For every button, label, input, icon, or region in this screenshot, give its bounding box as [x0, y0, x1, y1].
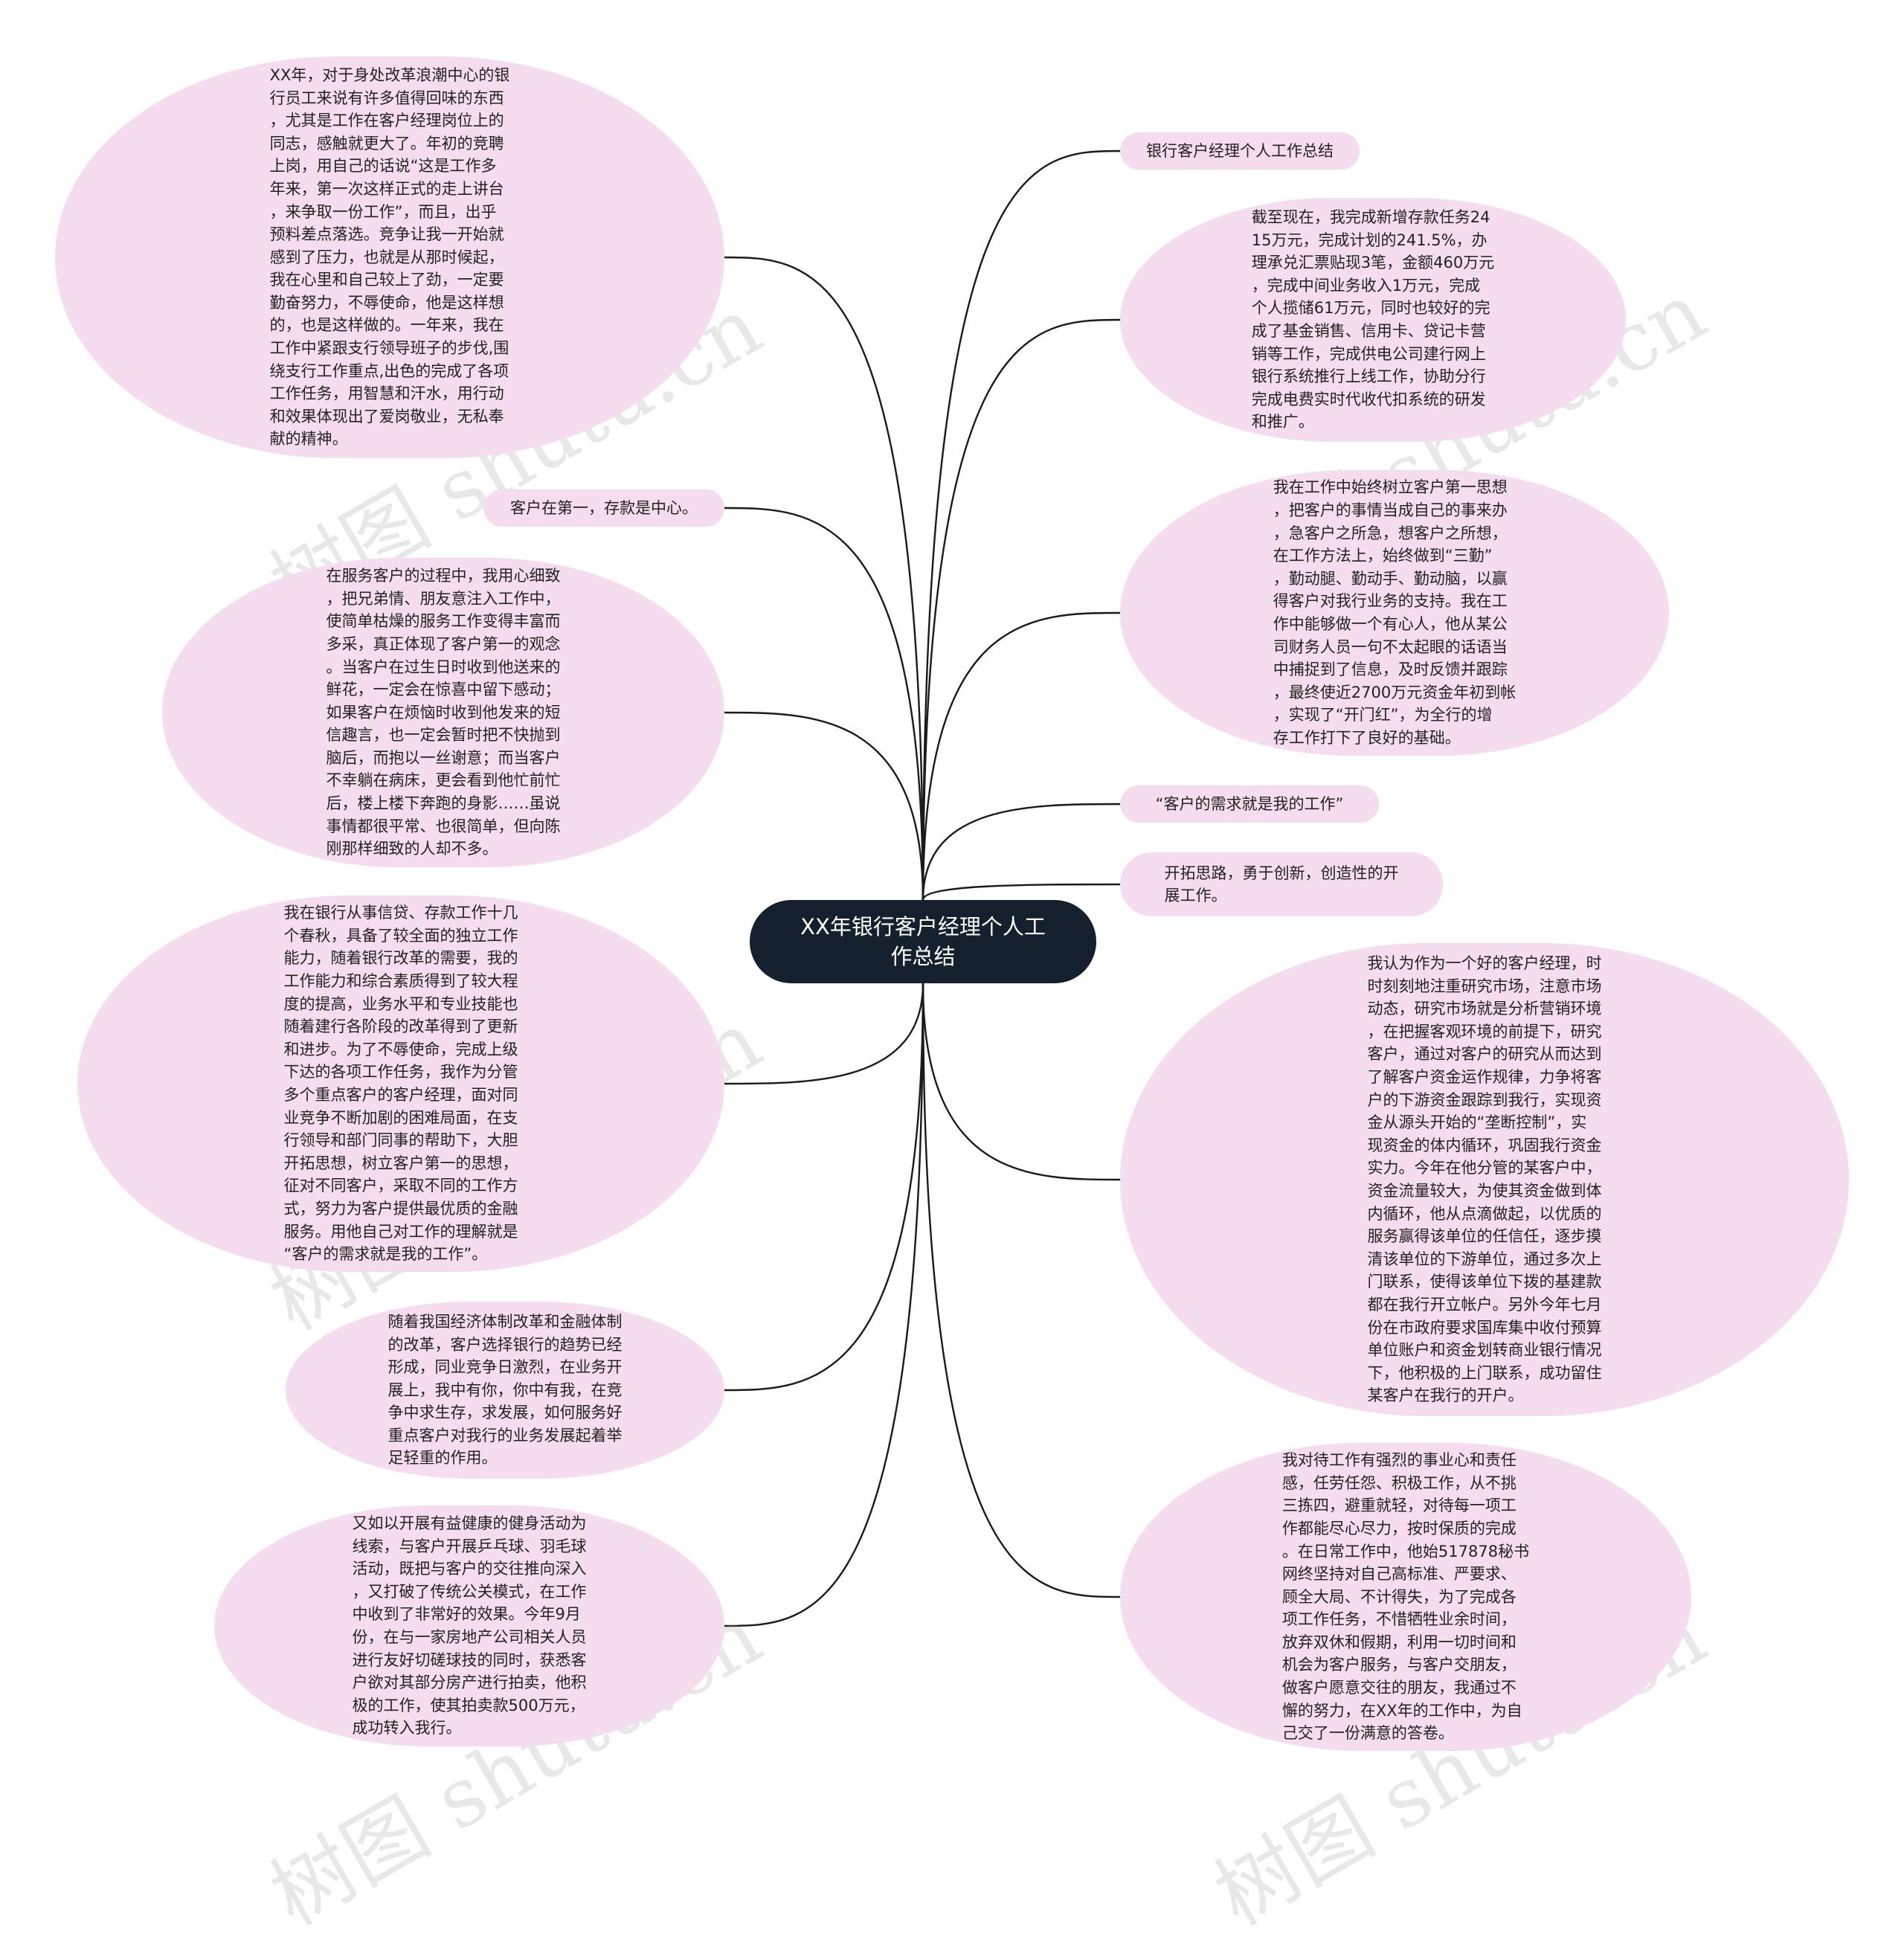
right-node-1-text: 银行客户经理个人工作总结: [1146, 142, 1334, 160]
left-node-3[interactable]: 在服务客户的过程中，我用心细致 ，把兄弟情、朋友意注入工作中， 使简单枯燥的服务…: [162, 558, 724, 867]
right-node-5[interactable]: 开拓思路，勇于创新，创造性的开 展工作。: [1120, 852, 1443, 916]
left-node-1-text: XX年，对于身处改革浪潮中心的银 行员工来说有许多值得回味的东西 ，尤其是工作在…: [269, 65, 510, 449]
right-node-4-text: “客户的需求就是我的工作”: [1155, 795, 1344, 813]
left-node-5-text: 随着我国经济体制改革和金融体制 的改革，客户选择银行的趋势已经 形成，同业竞争日…: [387, 1312, 623, 1468]
central-topic-text: XX年银行客户经理个人工 作总结: [800, 914, 1046, 969]
central-topic[interactable]: XX年银行客户经理个人工 作总结: [750, 900, 1096, 983]
left-node-1[interactable]: XX年，对于身处改革浪潮中心的银 行员工来说有许多值得回味的东西 ，尤其是工作在…: [55, 57, 724, 458]
left-node-5[interactable]: 随着我国经济体制改革和金融体制 的改革，客户选择银行的趋势已经 形成，同业竞争日…: [286, 1302, 724, 1479]
link-to-left-node-1: [724, 256, 924, 901]
link-to-right-node-2: [922, 318, 1121, 901]
link-to-right-node-6: [922, 983, 1121, 1181]
left-node-4[interactable]: 我在银行从事信贷、存款工作十几 个春秋，具备了较全面的独立工作 能力，随着银行改…: [77, 896, 724, 1272]
link-to-right-node-1: [922, 150, 1121, 901]
connector-lines: [724, 150, 1121, 1627]
right-node-2[interactable]: 截至现在，我完成新增存款任务24 15万元，完成计划的241.5%，办 理承兑汇…: [1120, 198, 1626, 442]
link-to-left-node-6: [724, 983, 924, 1627]
link-to-right-node-4: [922, 803, 1121, 901]
right-node-7[interactable]: 我对待工作有强烈的事业心和责任 感，任劳任怨、积极工作，从不挑 三拣四，避重就轻…: [1120, 1443, 1691, 1751]
link-to-right-node-5: [922, 883, 1121, 901]
left-node-2-text: 客户在第一，存款是中心。: [510, 499, 698, 517]
right-node-2-text: 截至现在，我完成新增存款任务24 15万元，完成计划的241.5%，办 理承兑汇…: [1251, 208, 1495, 431]
right-node-4[interactable]: “客户的需求就是我的工作”: [1120, 785, 1379, 823]
link-to-left-node-2: [724, 507, 924, 901]
left-node-4-text: 我在银行从事信贷、存款工作十几 个春秋，具备了较全面的独立工作 能力，随着银行改…: [283, 904, 518, 1264]
right-node-5-text: 开拓思路，勇于创新，创造性的开 展工作。: [1164, 864, 1399, 904]
right-node-6[interactable]: 我认为作为一个好的客户经理，时 时刻刻地注重研究市场，注意市场 动态，研究市场就…: [1120, 943, 1849, 1416]
left-node-6[interactable]: 又如以开展有益健康的健身活动为 线索，与客户开展乒乓球、羽毛球 活动，既把与客户…: [214, 1505, 724, 1746]
right-node-6-text: 我认为作为一个好的客户经理，时 时刻刻地注重研究市场，注意市场 动态，研究市场就…: [1367, 954, 1602, 1405]
link-to-right-node-3: [922, 611, 1121, 901]
right-node-3[interactable]: 我在工作中始终树立客户第一思想 ，把客户的事情当成自己的事来办 ，急客户之所急，…: [1120, 470, 1669, 756]
link-to-left-node-4: [724, 983, 924, 1085]
link-to-left-node-3: [724, 711, 924, 901]
left-node-6-text: 又如以开展有益健康的健身活动为 线索，与客户开展乒乓球、羽毛球 活动，既把与客户…: [352, 1514, 587, 1738]
right-node-3-text: 我在工作中始终树立客户第一思想 ，把客户的事情当成自己的事来办 ，急客户之所急，…: [1273, 478, 1517, 747]
left-node-3-text: 在服务客户的过程中，我用心细致 ，把兄弟情、朋友意注入工作中， 使简单枯燥的服务…: [326, 567, 561, 858]
link-to-left-node-5: [724, 983, 924, 1392]
right-node-1[interactable]: 银行客户经理个人工作总结: [1120, 132, 1360, 170]
link-to-right-node-7: [922, 983, 1121, 1598]
left-node-2[interactable]: 客户在第一，存款是中心。: [483, 489, 724, 527]
right-node-7-text: 我对待工作有强烈的事业心和责任 感，任劳任怨、积极工作，从不挑 三拣四，避重就轻…: [1281, 1451, 1530, 1743]
